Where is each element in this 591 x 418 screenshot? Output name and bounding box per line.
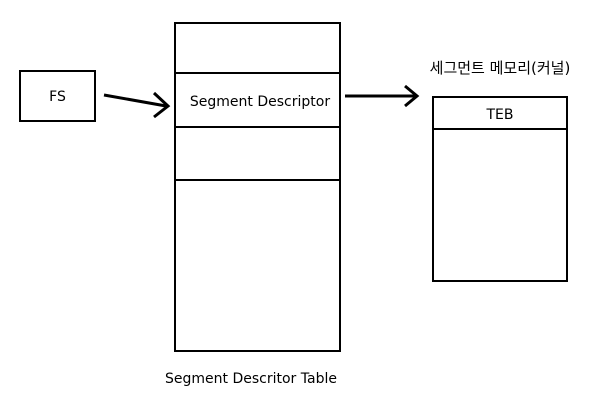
- segment-memory-title: 세그먼트 메모리(커널): [430, 59, 571, 77]
- fs-register: FS: [19, 70, 96, 122]
- descriptor-to-memory-arrow: [345, 84, 420, 108]
- descriptor-table-caption: Segment Descritor Table: [165, 371, 337, 387]
- fs-label: FS: [49, 89, 66, 105]
- fs-box: [19, 70, 96, 122]
- segment-descriptor-table: Segment Descriptor: [174, 22, 341, 352]
- fs-arrow-head: [152, 91, 171, 119]
- segment-memory-frame: [432, 96, 568, 282]
- descriptor-table-frame: [174, 22, 341, 352]
- fs-arrow-shaft: [103, 93, 167, 108]
- fs-to-descriptor-arrow: [103, 91, 171, 119]
- segment-descriptor-entry-label: Segment Descriptor: [190, 94, 330, 110]
- descriptor-arrow-head: [404, 84, 420, 108]
- teb-label: TEB: [485, 107, 513, 123]
- segment-memory-block: TEB: [432, 96, 568, 282]
